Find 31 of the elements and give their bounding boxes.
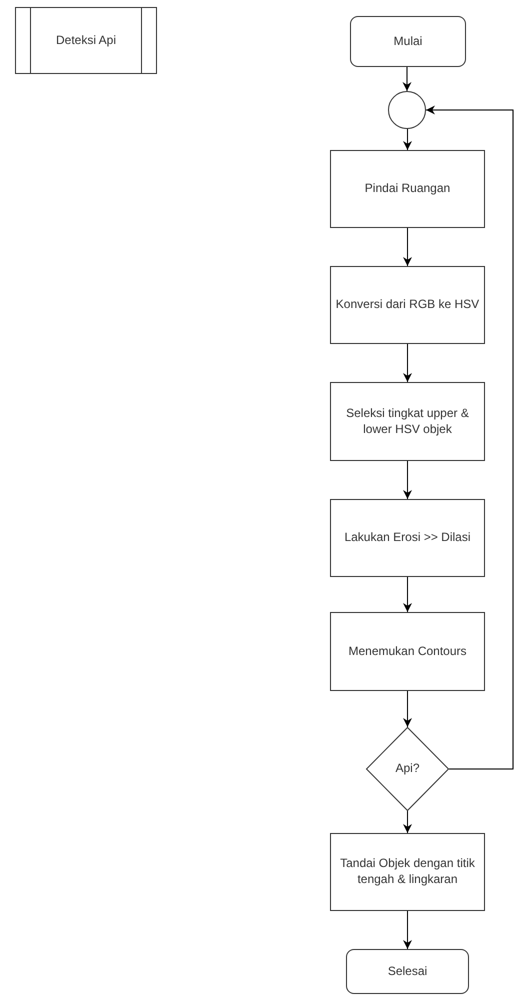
- process-box: [330, 499, 485, 577]
- terminal-box: [350, 16, 466, 67]
- node-label: Tandai Objek dengan titik tengah & lingkaran: [339, 856, 476, 888]
- arrow: [403, 910, 412, 950]
- arrow: [403, 344, 412, 382]
- process-box: [330, 150, 485, 228]
- node-label: Selesai: [386, 964, 428, 980]
- process-box: [330, 612, 485, 691]
- arrow: [403, 690, 412, 728]
- node-label: Pindai Ruangan: [364, 181, 452, 197]
- terminal-box: [346, 949, 469, 994]
- arrow: [403, 228, 412, 266]
- node-label: Lakukan Erosi >> Dilasi: [343, 530, 472, 546]
- node-label: Mulai: [392, 34, 424, 50]
- node-label: Seleksi tingkat upper & lower HSV objek: [345, 406, 470, 438]
- node-label: Deteksi Api: [54, 32, 118, 48]
- arrow: [403, 810, 412, 834]
- arrow: [403, 460, 412, 500]
- node-label: Menemukan Contours: [347, 644, 468, 660]
- node-label: Api?: [394, 761, 421, 777]
- process-box: [330, 266, 485, 344]
- process-box: [330, 833, 485, 911]
- arrow: [403, 128, 412, 150]
- node-label: Konversi dari RGB ke HSV: [334, 297, 480, 313]
- arrow: [426, 106, 514, 770]
- predefined-process-box: [15, 7, 157, 74]
- arrow: [403, 576, 412, 612]
- decision-diamond: [366, 727, 449, 811]
- connector-circle: [388, 91, 426, 129]
- process-box: [330, 382, 485, 461]
- arrow: [402, 66, 412, 92]
